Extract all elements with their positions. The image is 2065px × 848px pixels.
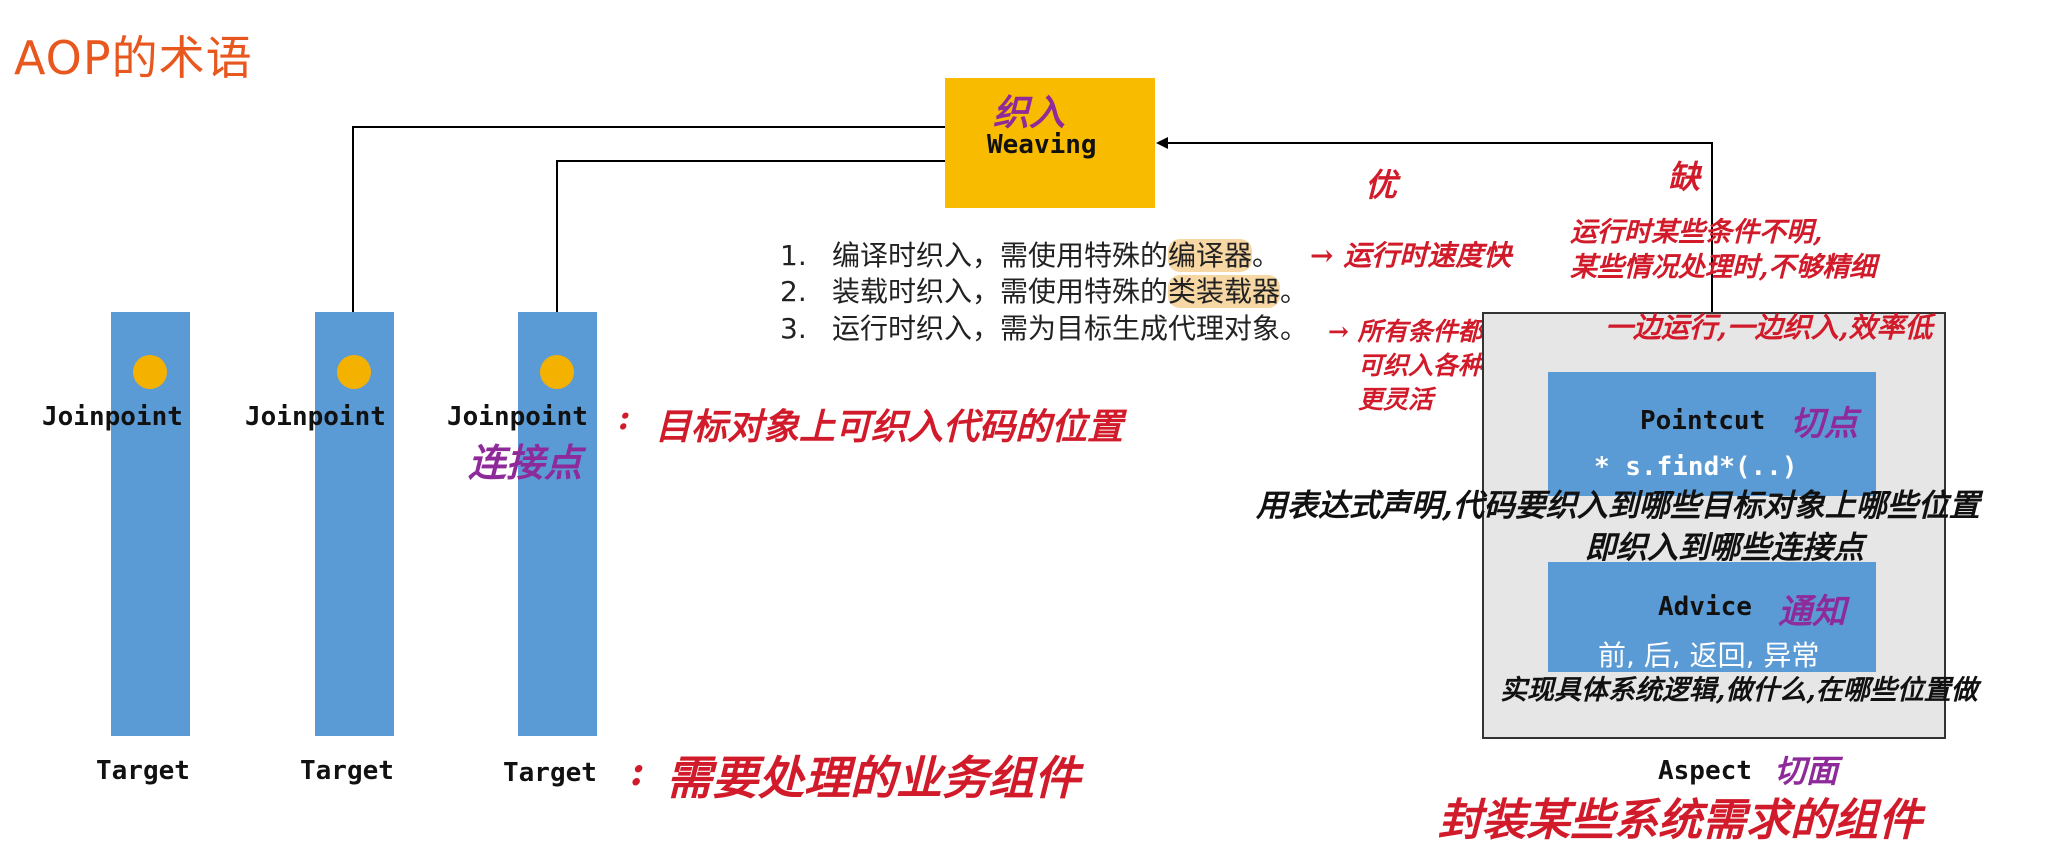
aspect-label: Aspect (1658, 756, 1752, 786)
weave-method-2: 2. 装载时织入，需使用特殊的类装载器。 (780, 270, 1308, 310)
target-colon: : (630, 748, 645, 795)
weave-method-text: 运行时织入，需为目标生成代理对象 (832, 312, 1281, 345)
joinpoint-colon: : (618, 398, 631, 438)
aspect-cn-label: 切面 (1774, 752, 1839, 790)
target-label-2: Target (300, 756, 394, 786)
weave-method-text: 编译时织入，需使用特殊的 (832, 239, 1169, 272)
advice-types: 前, 后, 返回, 异常 (1598, 639, 1820, 672)
weave-method-1: 1. 编译时织入，需使用特殊的编译器。 (780, 234, 1280, 274)
weave-method-num: 3. (780, 312, 807, 345)
pointcut-expression: * s.find*(..) (1594, 452, 1798, 482)
con-note-2: 某些情况处理时,不够精细 (1570, 252, 1877, 283)
weave-method-end: 。 (1280, 312, 1309, 345)
weave-method-num: 2. (780, 275, 807, 308)
advice-description: 实现具体系统逻辑,做什么,在哪些位置做 (1500, 675, 1978, 706)
weave-method-num: 1. (780, 239, 807, 272)
target-label-1: Target (96, 756, 190, 786)
weave-method-end: 。 (1252, 239, 1281, 272)
pros-label: 优 (1365, 166, 1398, 204)
joinpoint-description: 目标对象上可织入代码的位置 (655, 406, 1124, 448)
weave-method-highlight: 编译器 (1168, 239, 1253, 272)
weaving-cn-label: 织入 (993, 92, 1066, 134)
target-label-3: Target (503, 758, 597, 788)
con-note-3: 一边运行,一边织入,效率低 (1605, 311, 1933, 344)
weave-method-end: 。 (1280, 275, 1309, 308)
target-description: 需要处理的业务组件 (666, 751, 1080, 805)
weaving-en-label: Weaving (987, 130, 1097, 160)
pointcut-label: Pointcut (1640, 406, 1766, 436)
advice-box: Advice 通知 前, 后, 返回, 异常 (1548, 562, 1876, 672)
arrow-weaving-to-joinpoint-2 (347, 126, 945, 349)
cons-label: 缺 (1668, 158, 1701, 196)
joinpoint-label-3: Joinpoint (447, 402, 588, 432)
pro-runtime-note-3: 更灵活 (1358, 385, 1434, 414)
joinpoint-cn-label: 连接点 (468, 440, 583, 485)
advice-cn-label: 通知 (1778, 592, 1846, 632)
weaving-box: 织入 Weaving (945, 78, 1155, 208)
pointcut-description-2: 即织入到哪些连接点 (1585, 530, 1864, 566)
pointcut-description-1: 用表达式声明,代码要织入到哪些目标对象上哪些位置 (1256, 488, 1980, 524)
joinpoint-label-1: Joinpoint (42, 402, 183, 432)
arrow-aspect-to-weaving (1156, 137, 1713, 312)
aspect-description: 封装某些系统需求的组件 (1438, 795, 1922, 846)
advice-label: Advice (1658, 592, 1752, 622)
joinpoint-dot-2 (337, 355, 371, 389)
weave-method-text: 装载时织入，需使用特殊的 (832, 275, 1169, 308)
pointcut-box: Pointcut 切点 * s.find*(..) (1548, 372, 1876, 496)
weave-method-highlight: 类装载器 (1168, 275, 1281, 308)
pointcut-cn-label: 切点 (1790, 404, 1858, 444)
pro-compile-note: → 运行时速度快 (1310, 239, 1512, 272)
page-title: AOP的术语 (14, 31, 253, 85)
con-note-1: 运行时某些条件不明, (1570, 217, 1823, 248)
joinpoint-dot-3 (540, 355, 574, 389)
joinpoint-dot-1 (133, 355, 167, 389)
weave-method-3: 3. 运行时织入，需为目标生成代理对象。 (780, 307, 1308, 347)
arrow-weaving-to-joinpoint-3 (551, 160, 945, 349)
joinpoint-label-2: Joinpoint (245, 402, 386, 432)
